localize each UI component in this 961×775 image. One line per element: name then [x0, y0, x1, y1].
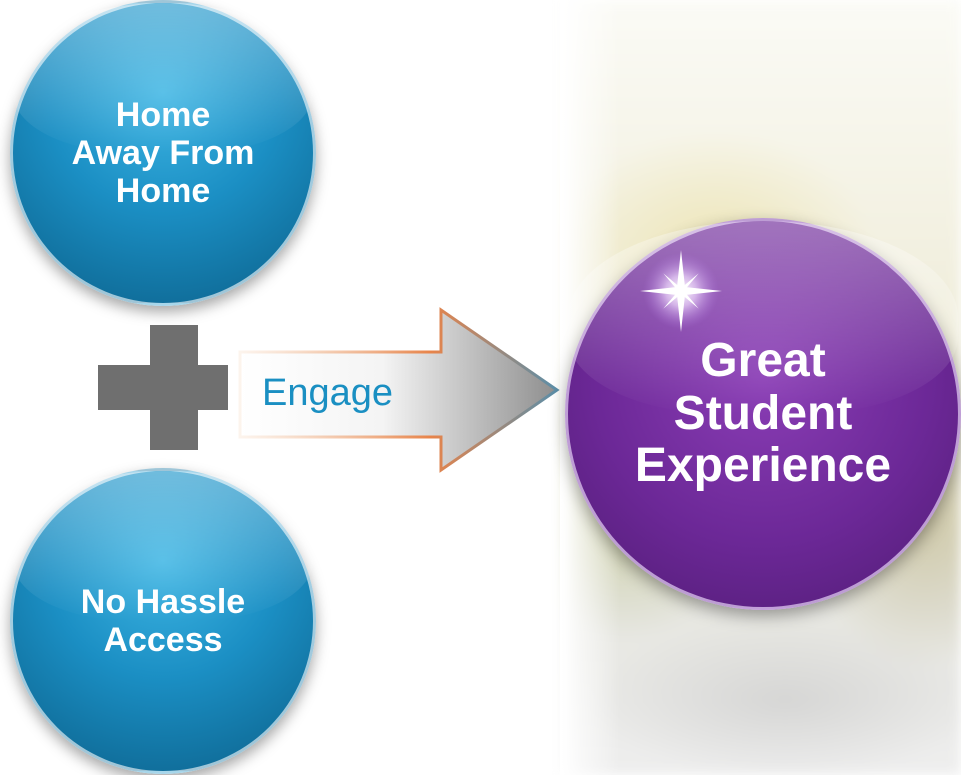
- label-line: Student: [673, 386, 853, 440]
- label-line: Away From: [71, 133, 255, 172]
- engage-label: Engage: [262, 372, 394, 414]
- great-student-experience-circle: Great Student Experience: [565, 218, 961, 610]
- label-line: Home: [115, 95, 211, 134]
- label-line: Experience: [634, 439, 892, 493]
- great-student-experience-label: Great Student Experience: [603, 333, 923, 493]
- label-line: Home: [115, 172, 211, 211]
- label-line: Access: [103, 621, 223, 659]
- home-away-from-home-label: Home Away From Home: [63, 96, 263, 210]
- arrow-shape: [238, 307, 560, 473]
- plus-icon-horizontal: [98, 365, 228, 410]
- label-line: No Hassle: [80, 582, 246, 621]
- label-line: Great: [700, 333, 826, 387]
- no-hassle-access-label: No Hassle Access: [58, 583, 268, 659]
- sparkle-icon: [640, 250, 722, 332]
